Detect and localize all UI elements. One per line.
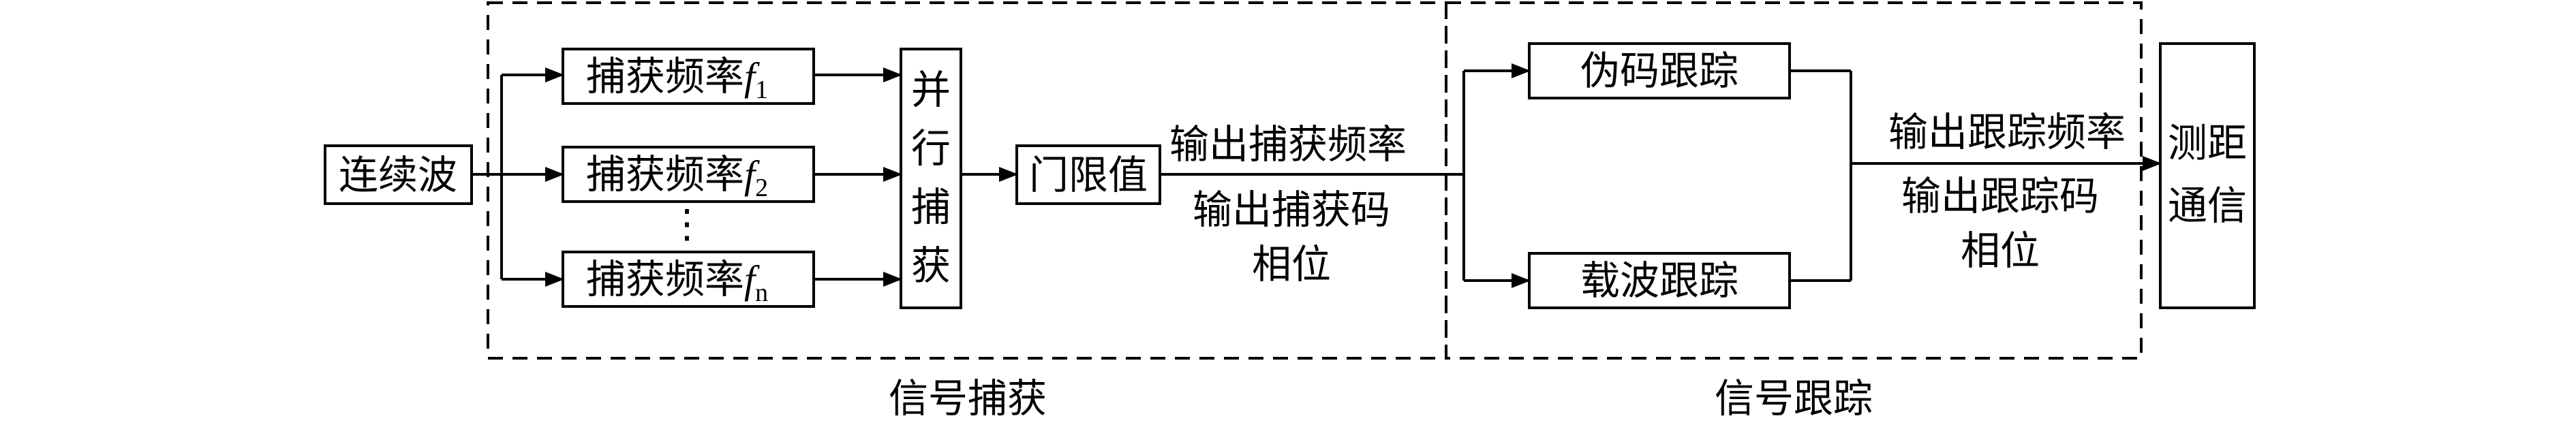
channel-ellipsis: ⋮ — [667, 200, 707, 247]
signal-acquisition-caption: 信号捕获 — [889, 375, 1047, 422]
parallel-char-3: 捕 — [911, 184, 951, 230]
parallel-char-1: 并 — [911, 67, 951, 113]
communication-label: 通信 — [2168, 183, 2247, 229]
channel-box-n — [562, 251, 815, 308]
output-acquisition-code-line-1: 输出捕获码 — [1193, 187, 1390, 233]
continuous-wave-label: 连续波 — [339, 152, 457, 198]
channel-label-2: 捕获频率f2 — [586, 151, 768, 202]
output-tracking-code-line-1: 输出跟踪码 — [1901, 173, 2099, 219]
parallel-char-2: 行 — [911, 125, 951, 172]
channel-label-1: 捕获频率f1 — [586, 53, 768, 104]
ranging-label: 测距 — [2168, 120, 2247, 166]
continuous-wave-box — [324, 144, 473, 205]
channel-box-2 — [562, 146, 815, 203]
signal-tracking-caption: 信号跟踪 — [1715, 375, 1873, 422]
code-tracking-label: 伪码跟踪 — [1580, 48, 1738, 94]
parallel-acquisition-box — [900, 48, 962, 309]
output-tracking-frequency: 输出跟踪频率 — [1888, 109, 2126, 155]
output-acquisition-code-line-2: 相位 — [1252, 241, 1331, 287]
carrier-tracking-box — [1528, 252, 1791, 309]
carrier-tracking-label: 载波跟踪 — [1580, 257, 1738, 304]
channel-box-1 — [562, 48, 815, 105]
output-acquisition-frequency: 输出捕获频率 — [1169, 121, 1407, 168]
output-tracking-code-line-2: 相位 — [1961, 227, 2040, 274]
channel-label-n: 捕获频率fn — [586, 256, 768, 307]
signal-tracking-group — [1445, 1, 2143, 360]
parallel-char-4: 获 — [911, 242, 951, 289]
ranging-communication-box — [2159, 42, 2256, 309]
threshold-label: 门限值 — [1029, 152, 1148, 198]
